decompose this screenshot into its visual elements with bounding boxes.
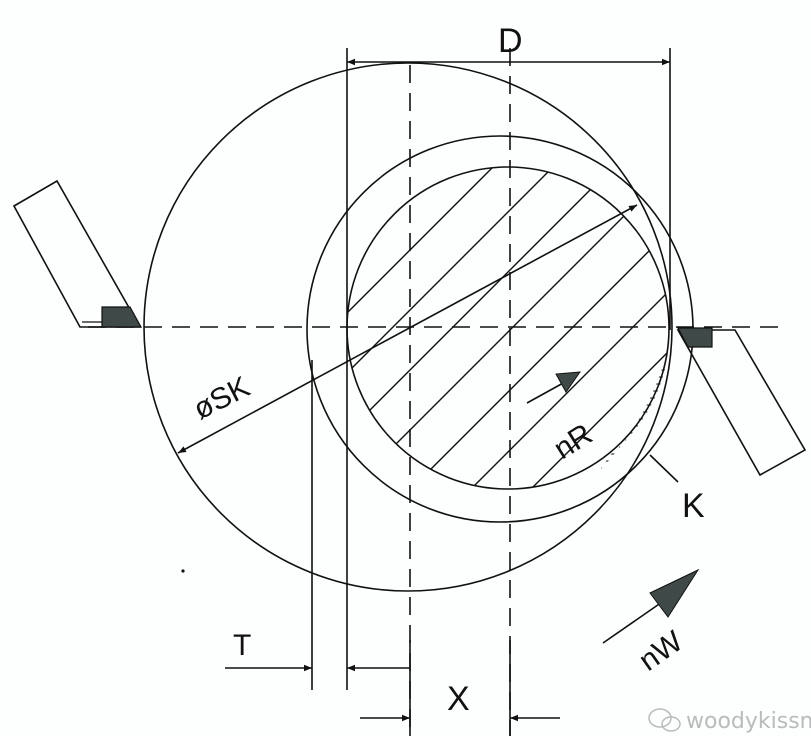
wechat-icon: [648, 708, 681, 732]
watermark: woodykissm: [648, 708, 811, 734]
k-leader-line: [649, 454, 679, 483]
label-k: K: [682, 487, 705, 525]
left-tool-insert: [101, 306, 143, 328]
label-nw: nW: [633, 624, 689, 677]
label-t: T: [233, 629, 251, 662]
label-d: D: [498, 22, 523, 60]
dimension-sk-line: [177, 204, 638, 454]
nw-arrow-line: [602, 599, 666, 644]
right-tool-insert: [677, 327, 713, 348]
watermark-text: woodykissm: [686, 709, 811, 734]
left-tool-body: [12, 179, 142, 328]
right-tool-body: [676, 329, 807, 477]
label-nr: nR: [548, 418, 598, 466]
dot: [181, 569, 185, 573]
nw-arrow-head: [649, 568, 700, 618]
label-x: X: [447, 680, 470, 718]
workpiece-inner-circle: [346, 166, 670, 490]
nr-arrow-head: [555, 371, 582, 393]
nr-arrow-line: [526, 381, 566, 404]
label-sk: øSK: [188, 370, 255, 426]
